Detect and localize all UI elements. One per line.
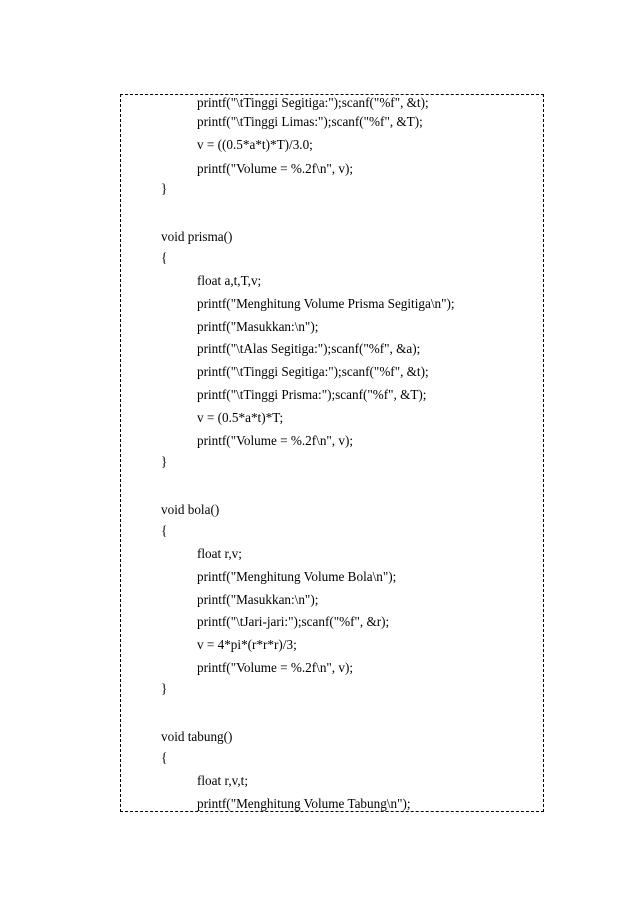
code-line: void bola() [161,502,220,517]
code-line: printf("Volume = %.2f\n", v); [197,433,354,448]
code-line: printf("Masukkan:\n"); [197,592,319,607]
code-line: void tabung() [161,729,233,744]
code-line: { [161,750,168,765]
code-line: v = 4*pi*(r*r*r)/3; [197,637,297,652]
code-line: printf("\tTinggi Segitiga:");scanf("%f",… [197,364,429,379]
code-line: printf("Volume = %.2f\n", v); [197,161,354,176]
code-line: float r,v,t; [197,773,248,788]
code-line: printf("\tJari-jari:");scanf("%f", &r); [197,614,390,629]
code-line: { [161,250,168,265]
code-line: printf("\tTinggi Segitiga:");scanf("%f",… [197,95,429,110]
code-line: float a,t,T,v; [197,273,262,288]
code-line: printf("Volume = %.2f\n", v); [197,660,354,675]
code-line: } [161,454,168,469]
code-box [120,94,544,812]
code-line: } [161,181,168,196]
code-line: float r,v; [197,546,242,561]
code-line: printf("Menghitung Volume Tabung\n"); [197,796,411,811]
code-line: { [161,523,168,538]
code-line: } [161,681,168,696]
code-line: printf("\tAlas Segitiga:");scanf("%f", &… [197,341,421,356]
code-line: printf("Menghitung Volume Prisma Segitig… [197,296,455,311]
code-line: void prisma() [161,229,233,244]
code-line: printf("\tTinggi Prisma:");scanf("%f", &… [197,387,427,402]
code-line: printf("Menghitung Volume Bola\n"); [197,569,397,584]
code-line: printf("\tTinggi Limas:");scanf("%f", &T… [197,114,423,129]
code-line: printf("Masukkan:\n"); [197,319,319,334]
code-line: v = (0.5*a*t)*T; [197,410,284,425]
code-line: v = ((0.5*a*t)*T)/3.0; [197,137,313,152]
